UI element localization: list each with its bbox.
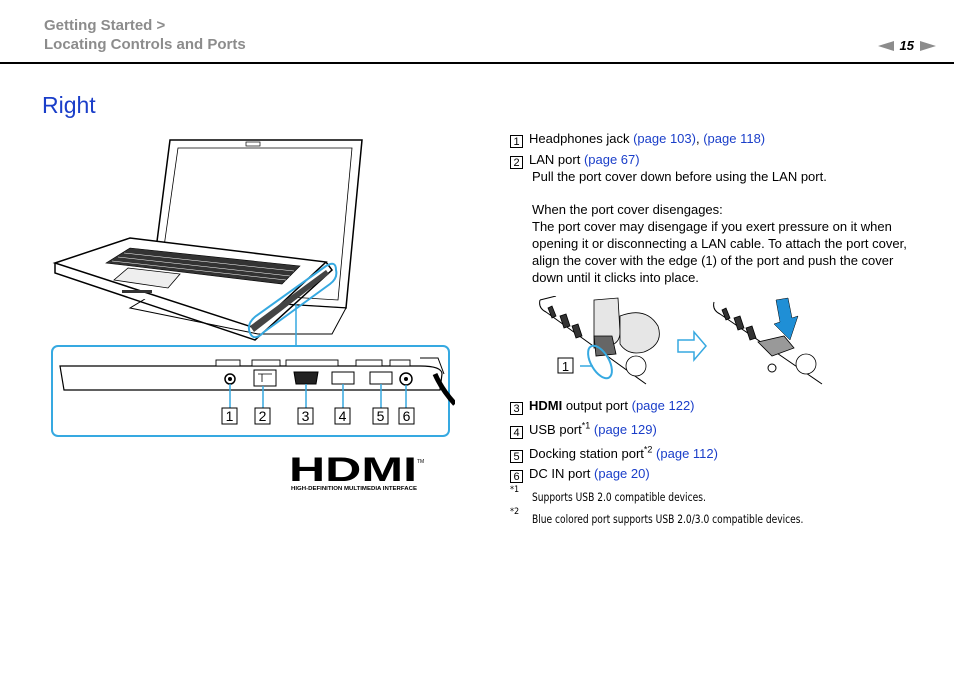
lan-disengage-body: The port cover may disengage if you exer…	[532, 218, 922, 286]
callout-5: 5	[377, 408, 385, 424]
page-link-118[interactable]: (page 118)	[703, 131, 765, 146]
item-number: 4	[510, 426, 523, 439]
header-rule	[0, 62, 954, 64]
footnote-1: *1 Supports USB 2.0 compatible devices.	[510, 486, 519, 501]
previous-page-arrow-icon[interactable]	[878, 41, 894, 51]
list-item-docking: 5 Docking station port*2 (page 112)	[510, 445, 718, 463]
lan-disengage-heading: When the port cover disengages:	[532, 201, 922, 218]
item-label: LAN port	[529, 152, 580, 167]
item-label-bold: HDMI	[529, 398, 562, 413]
page-link-103[interactable]: (page 103)	[633, 131, 696, 146]
footnote-mark: *1	[510, 485, 519, 495]
item-number: 6	[510, 470, 523, 483]
laptop-right-side-illustration: 1 2 3 4 5 6	[50, 128, 455, 440]
item-label: Docking station port	[529, 446, 644, 461]
item-label: output port	[562, 398, 628, 413]
callout-1: 1	[226, 408, 234, 424]
breadcrumb-line-2: Locating Controls and Ports	[44, 35, 246, 54]
footnote-text: Supports USB 2.0 compatible devices.	[532, 490, 706, 505]
hdmi-tagline: HIGH-DEFINITION MULTIMEDIA INTERFACE	[291, 486, 417, 492]
port-cover-callout: 1	[562, 359, 569, 374]
page-number: 15	[900, 38, 914, 53]
page-link-20[interactable]: (page 20)	[594, 466, 650, 481]
item-number: 2	[510, 156, 523, 169]
list-item-dc-in: 6 DC IN port (page 20)	[510, 465, 650, 483]
callout-3: 3	[302, 408, 310, 424]
footnote-mark: *2	[510, 507, 519, 517]
page-link-67[interactable]: (page 67)	[584, 152, 640, 167]
callout-4: 4	[339, 408, 347, 424]
lan-note: Pull the port cover down before using th…	[532, 168, 922, 185]
hdmi-trademark: TM	[417, 459, 424, 465]
footnote-ref: *2	[644, 445, 653, 455]
item-label: USB port	[529, 422, 582, 437]
list-item-hdmi: 3 HDMI output port (page 122)	[510, 397, 695, 415]
item-number: 5	[510, 450, 523, 463]
hdmi-logo-text: HDMI	[289, 455, 417, 489]
page-link-112[interactable]: (page 112)	[656, 446, 718, 461]
list-item-usb: 4 USB port*1 (page 129)	[510, 421, 657, 439]
callout-2: 2	[259, 408, 267, 424]
footnote-ref: *1	[582, 421, 591, 431]
breadcrumb-line-1: Getting Started >	[44, 16, 246, 35]
page-link-129[interactable]: (page 129)	[594, 422, 657, 437]
hdmi-logo: HDMI TM HIGH-DEFINITION MULTIMEDIA INTER…	[289, 455, 425, 493]
item-label: DC IN port	[529, 466, 590, 481]
port-cover-illustration: 1	[536, 296, 832, 388]
list-item-lan-port: 2 LAN port (page 67)	[510, 151, 640, 169]
footnote-2: *2 Blue colored port supports USB 2.0/3.…	[510, 508, 519, 523]
breadcrumb: Getting Started > Locating Controls and …	[44, 16, 246, 54]
next-page-arrow-icon[interactable]	[920, 41, 936, 51]
section-title: Right	[42, 92, 96, 119]
item-number: 3	[510, 402, 523, 415]
footnote-text: Blue colored port supports USB 2.0/3.0 c…	[532, 512, 803, 527]
page-navigation: 15	[878, 38, 936, 53]
item-number: 1	[510, 135, 523, 148]
page-link-122[interactable]: (page 122)	[632, 398, 695, 413]
item-label: Headphones jack	[529, 131, 629, 146]
callout-6: 6	[403, 408, 411, 424]
